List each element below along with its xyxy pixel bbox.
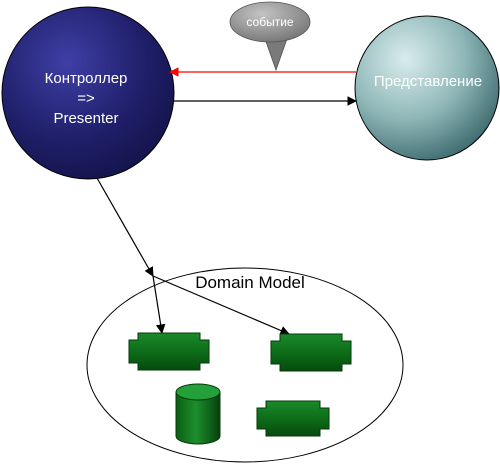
- controller-node: [1, 6, 175, 180]
- domain-model-boundary: [86, 267, 404, 463]
- controller-label-line1: Контроллер: [45, 70, 128, 87]
- callout-bubble: [229, 1, 311, 43]
- domain-model-label: Domain Model: [195, 273, 305, 292]
- domain-component-3: [256, 400, 330, 437]
- database-cylinder: [175, 383, 221, 445]
- controller-label-line3: Presenter: [53, 110, 118, 127]
- view-label: Представление: [374, 73, 482, 90]
- domain-component-1: [128, 332, 210, 371]
- model-to-component2-arrow: [152, 275, 290, 336]
- model-to-component1-arrow: [152, 275, 166, 334]
- event-callout: событие: [229, 1, 311, 72]
- callout-label: событие: [246, 15, 294, 29]
- view-node: [354, 15, 500, 161]
- controller-to-model-arrow: [96, 177, 154, 277]
- domain-component-2: [270, 333, 352, 372]
- controller-label-line2: =>: [77, 90, 95, 107]
